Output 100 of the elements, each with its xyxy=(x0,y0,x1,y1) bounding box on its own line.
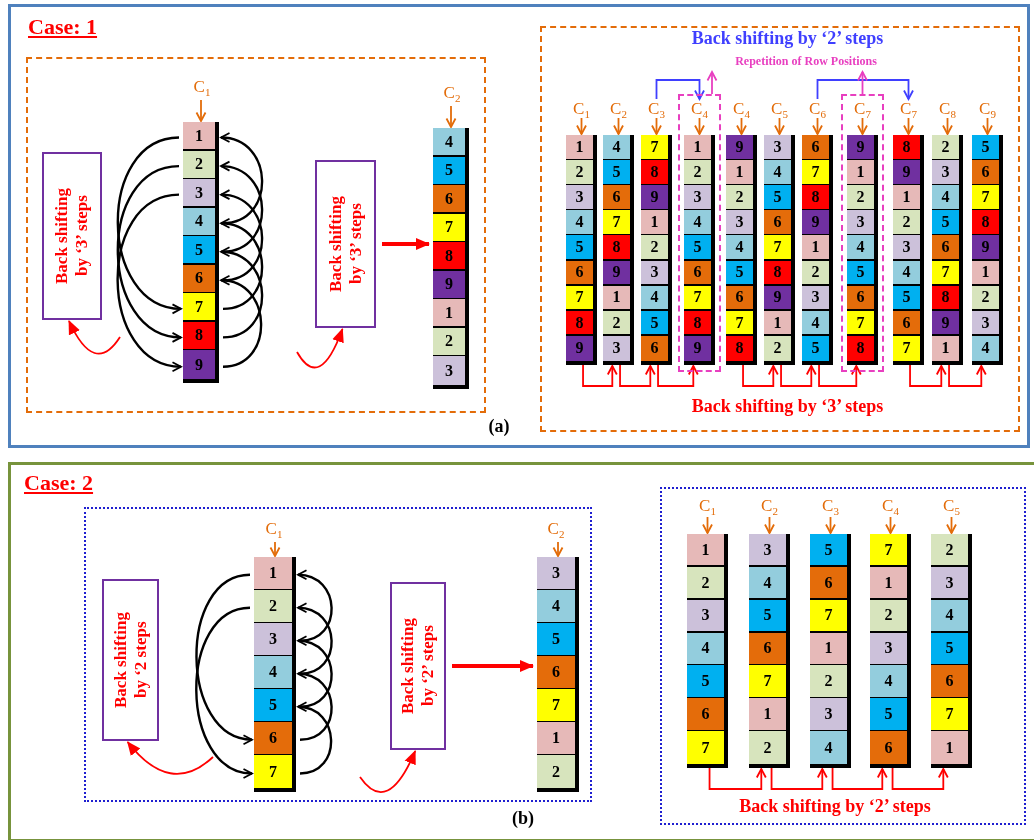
number-cell: 1 xyxy=(893,185,920,209)
number-cell: 4 xyxy=(932,185,959,209)
cell-column xyxy=(726,135,757,365)
column-label: C$_{1}$ xyxy=(259,520,289,542)
number-cell: 6 xyxy=(183,264,215,292)
number-cell: 5 xyxy=(749,599,786,632)
text-box xyxy=(42,152,102,320)
number-cell: 5 xyxy=(687,665,724,697)
number-cell: 2 xyxy=(972,285,999,310)
number-cell: 4 xyxy=(433,128,465,156)
number-cell: 2 xyxy=(433,327,465,355)
number-cell: 9 xyxy=(764,285,791,310)
cell-column xyxy=(749,534,790,768)
annotation-text: Repetition of Row Positions xyxy=(706,54,906,71)
number-cell: 8 xyxy=(684,310,711,335)
cell-column xyxy=(931,534,972,768)
number-cell: 9 xyxy=(433,270,465,298)
number-cell: 4 xyxy=(603,135,630,159)
number-cell: 6 xyxy=(566,260,593,285)
rotated-text: Back shifting by ‘2 steps xyxy=(110,611,151,710)
number-cell: 6 xyxy=(802,135,829,159)
number-cell: 6 xyxy=(684,260,711,285)
curved-arrow xyxy=(220,161,264,253)
arrow xyxy=(452,660,534,672)
curved-arrow xyxy=(297,603,333,675)
number-cell: 3 xyxy=(566,185,593,209)
number-cell: 6 xyxy=(603,185,630,209)
number-cell: 3 xyxy=(847,210,874,234)
number-cell: 2 xyxy=(684,160,711,184)
number-cell: 7 xyxy=(893,335,920,361)
column-label: C$_{2}$ xyxy=(752,497,787,517)
number-cell: 6 xyxy=(870,731,907,764)
number-cell: 4 xyxy=(764,160,791,184)
number-cell: 1 xyxy=(764,310,791,335)
curved-arrow xyxy=(297,669,333,741)
number-cell: 3 xyxy=(810,698,847,730)
caption-text: (a) xyxy=(487,416,511,438)
number-cell: 1 xyxy=(972,260,999,285)
curved-arrow xyxy=(220,219,264,311)
bracket-arrow xyxy=(582,364,618,387)
column-label: C$_{1}$ xyxy=(562,100,601,118)
number-cell: 1 xyxy=(603,285,630,310)
curved-arrow xyxy=(297,570,333,642)
number-cell: 1 xyxy=(931,731,968,764)
caption-text: (b) xyxy=(511,808,535,830)
number-cell: 4 xyxy=(802,310,829,335)
number-cell: 2 xyxy=(254,590,292,622)
curved-arrow xyxy=(116,193,182,371)
number-cell: 3 xyxy=(254,623,292,655)
arrow xyxy=(857,71,868,95)
curved-arrow xyxy=(195,606,253,778)
number-cell: 5 xyxy=(802,335,829,361)
curved-arrow xyxy=(126,741,214,775)
number-cell: 3 xyxy=(764,135,791,159)
cell-column xyxy=(847,135,878,365)
dashed-panel xyxy=(26,57,486,413)
number-cell: 3 xyxy=(802,285,829,310)
arrow xyxy=(445,105,457,128)
arrow xyxy=(812,117,823,135)
cell-column xyxy=(893,135,924,365)
number-cell: 2 xyxy=(603,310,630,335)
number-cell: 8 xyxy=(433,242,465,270)
number-cell: 9 xyxy=(603,260,630,285)
arrow xyxy=(942,117,953,135)
cell-column xyxy=(870,534,911,768)
number-cell: 5 xyxy=(847,260,874,285)
arrow xyxy=(764,516,775,534)
cell-column xyxy=(764,135,795,365)
dashed-panel xyxy=(660,487,1026,825)
bracket-arrow xyxy=(948,364,987,387)
number-cell: 4 xyxy=(641,285,668,310)
caption-text: Back shifting by ‘2’ steps xyxy=(738,796,932,818)
number-cell: 1 xyxy=(847,160,874,184)
number-cell: 4 xyxy=(847,235,874,260)
cell-column xyxy=(932,135,963,365)
cell-column xyxy=(810,534,851,768)
number-cell: 4 xyxy=(254,656,292,688)
column-label: C$_{3}$ xyxy=(637,100,676,118)
cell-column xyxy=(537,557,579,792)
number-cell: 4 xyxy=(749,566,786,599)
number-cell: 1 xyxy=(537,722,575,754)
column-label: C$_{5}$ xyxy=(760,100,799,118)
number-cell: 5 xyxy=(684,235,711,260)
number-cell: 3 xyxy=(641,260,668,285)
number-cell: 7 xyxy=(802,160,829,184)
rotated-text: Back shifting by ‘3’ steps xyxy=(325,195,366,294)
number-cell: 5 xyxy=(641,310,668,335)
number-cell: 4 xyxy=(726,235,753,260)
number-cell: 8 xyxy=(893,135,920,159)
dashed-frame xyxy=(678,94,721,372)
arrow xyxy=(382,238,430,250)
number-cell: 6 xyxy=(931,665,968,697)
curved-arrow xyxy=(68,320,121,355)
number-cell: 2 xyxy=(749,731,786,764)
column-label: C$_{8}$ xyxy=(928,100,967,118)
number-cell: 3 xyxy=(687,599,724,632)
number-cell: 1 xyxy=(433,299,465,327)
number-cell: 9 xyxy=(183,350,215,379)
cell-column xyxy=(603,135,634,365)
number-cell: 4 xyxy=(684,210,711,234)
